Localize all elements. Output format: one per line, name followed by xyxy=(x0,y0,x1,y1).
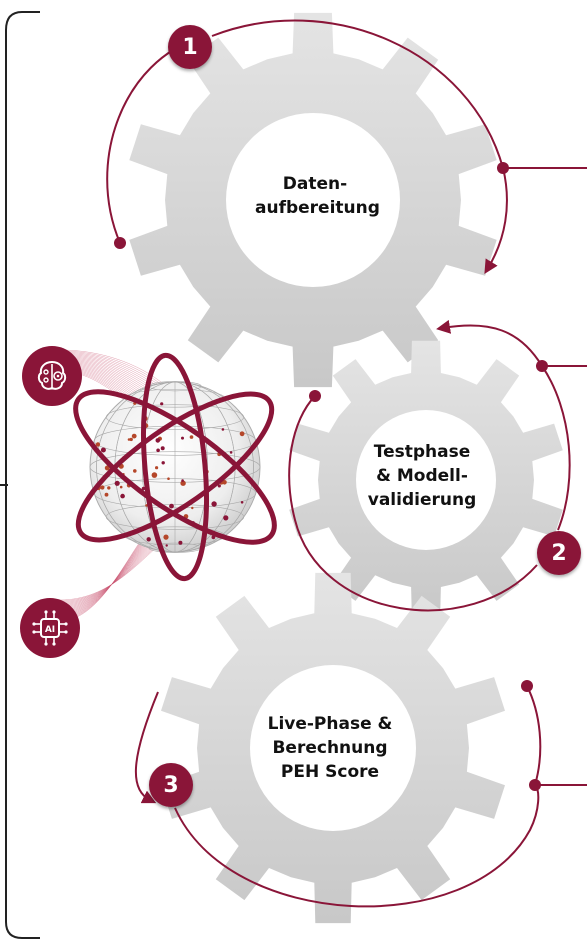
arc-step-2-right xyxy=(541,365,571,531)
arc-step-2-top xyxy=(436,319,543,367)
svg-text:AI: AI xyxy=(45,625,55,635)
gear-1-hub xyxy=(226,113,400,287)
orbit-ring-2 xyxy=(73,389,277,545)
brain-gear-icon xyxy=(22,346,82,406)
globe-nodes xyxy=(95,401,245,547)
step-1-label: Daten- aufbereitung xyxy=(255,174,380,218)
arc-dot-5 xyxy=(521,680,533,692)
gear-3-hub xyxy=(250,665,416,831)
step-3-badge: 3 xyxy=(149,763,193,807)
arc-step-1-top xyxy=(211,19,504,169)
arc-step-3-left xyxy=(134,691,159,804)
arc-step-3-bottom xyxy=(174,784,540,908)
step-2-label: Testphase & Modell- validierung xyxy=(367,442,477,510)
orbit-ring-1 xyxy=(75,391,275,543)
ai-chip-icon: AI xyxy=(20,598,80,658)
globe-graphic xyxy=(59,349,277,622)
arc-dot-3 xyxy=(536,360,548,372)
orbit-ring-3 xyxy=(141,352,209,582)
step-1-badge: 1 xyxy=(168,25,212,69)
arc-step-1-right xyxy=(484,167,508,274)
arc-step-2-bottom xyxy=(288,395,538,612)
arc-dot-2 xyxy=(497,162,509,174)
arc-dot-4 xyxy=(309,390,321,402)
arc-dot-6 xyxy=(529,779,541,791)
arc-dot-1 xyxy=(114,237,126,249)
step-2-badge: 2 xyxy=(537,531,581,575)
arc-step-3-right xyxy=(526,685,542,786)
step-3-label: Live-Phase & Berechnung PEH Score xyxy=(267,714,393,782)
gear-2-hub xyxy=(356,410,496,550)
left-bracket xyxy=(5,11,40,939)
